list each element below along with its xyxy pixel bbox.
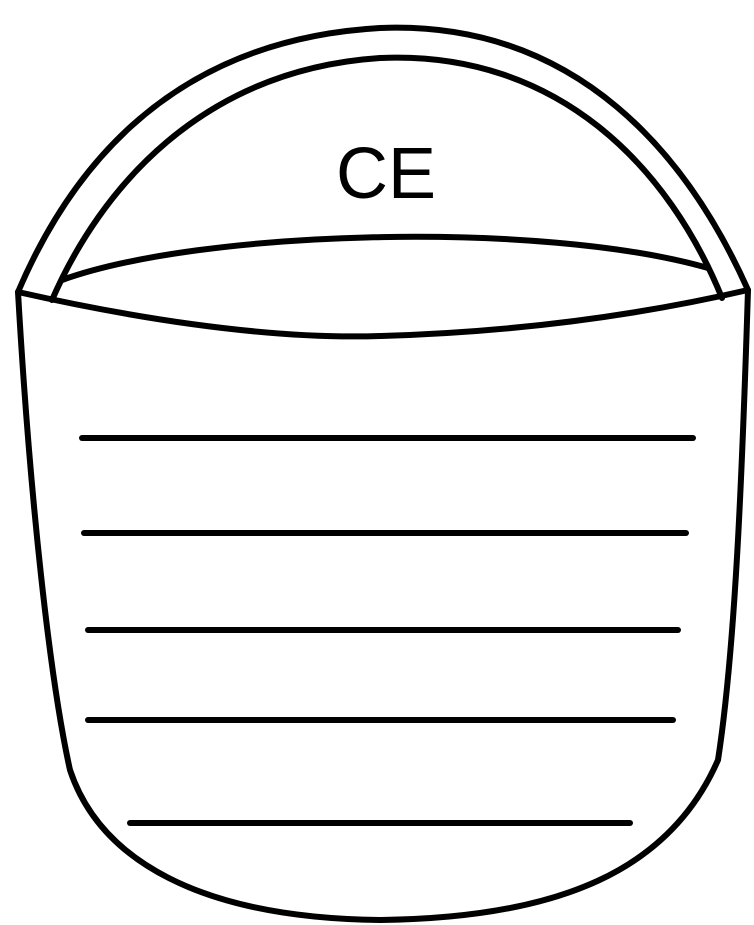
rim-upper-curve bbox=[62, 237, 708, 280]
rim-lower-curve bbox=[18, 290, 748, 336]
diagram-label: CE bbox=[336, 134, 436, 214]
horizontal-lines bbox=[82, 438, 693, 823]
